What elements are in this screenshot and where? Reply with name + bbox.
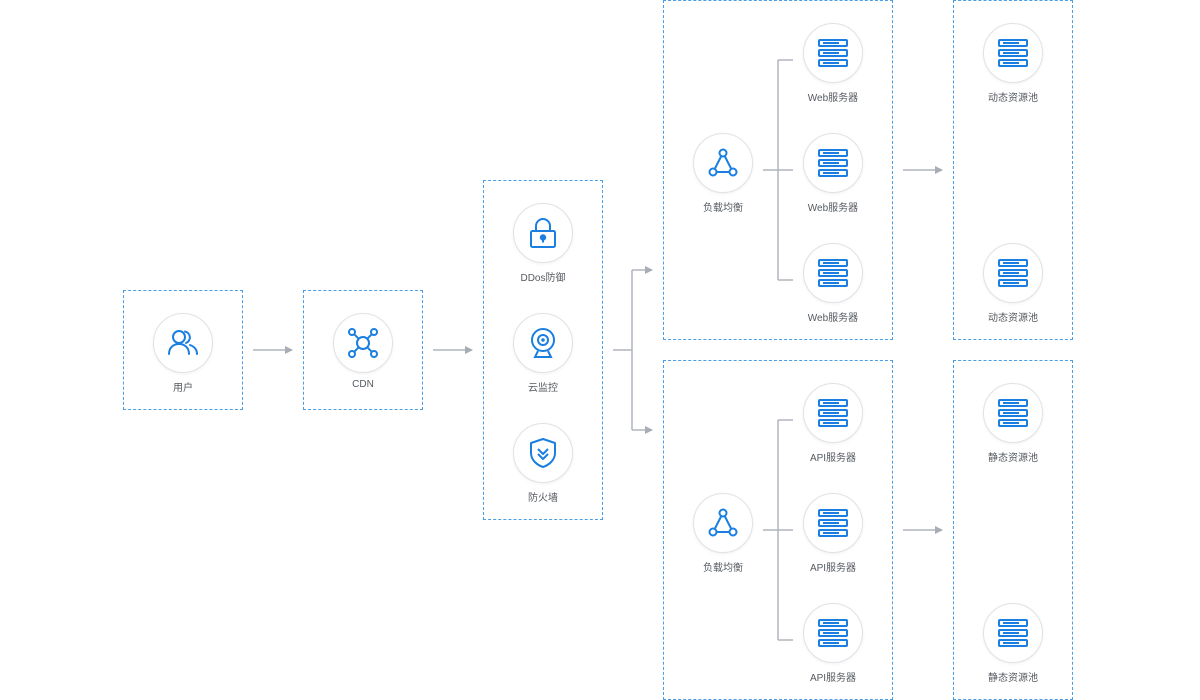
node-label: CDN [352, 379, 374, 390]
node-label: 动态资源池 [988, 93, 1038, 104]
node-web-server-3[interactable]: Web服务器 [803, 243, 863, 324]
node-static-pool-2[interactable]: 静态资源池 [983, 603, 1043, 684]
node-monitor[interactable]: 云监控 [513, 313, 573, 394]
tree-api-servers [763, 419, 793, 641]
server-icon [803, 383, 863, 443]
node-label: DDos防御 [520, 273, 566, 284]
node-label: Web服务器 [807, 203, 859, 214]
node-dynamic-pool-1[interactable]: 动态资源池 [983, 23, 1043, 104]
node-label: 负载均衡 [703, 203, 743, 214]
branch-security [613, 270, 633, 430]
node-api-server-2[interactable]: API服务器 [803, 493, 863, 574]
node-firewall[interactable]: 防火墙 [513, 423, 573, 504]
security-box [483, 180, 603, 520]
web-cluster-box [663, 0, 893, 340]
node-cdn[interactable]: CDN [333, 313, 393, 390]
server-icon [803, 243, 863, 303]
node-label: Web服务器 [807, 93, 859, 104]
node-label: 防火墙 [528, 493, 558, 504]
dynamic-pool-box [953, 0, 1073, 340]
cdn-box [303, 290, 423, 410]
tree-web-servers [763, 59, 793, 281]
node-label: 静态资源池 [988, 673, 1038, 684]
node-api-server-3[interactable]: API服务器 [803, 603, 863, 684]
user-box [123, 290, 243, 410]
node-label: 负载均衡 [703, 563, 743, 574]
node-lb-api[interactable]: 负载均衡 [693, 493, 753, 574]
server-icon [803, 493, 863, 553]
server-icon [803, 133, 863, 193]
node-label: API服务器 [809, 673, 857, 684]
shield-icon [513, 423, 573, 483]
node-label: 静态资源池 [988, 453, 1038, 464]
node-static-pool-1[interactable]: 静态资源池 [983, 383, 1043, 464]
node-label: 云监控 [528, 383, 558, 394]
users-icon [153, 313, 213, 373]
node-label: API服务器 [809, 563, 857, 574]
node-label: API服务器 [809, 453, 857, 464]
node-lb-web[interactable]: 负载均衡 [693, 133, 753, 214]
server-icon [803, 23, 863, 83]
server-icon [983, 243, 1043, 303]
server-icon [983, 383, 1043, 443]
webcam-icon [513, 313, 573, 373]
load-balancer-icon [693, 133, 753, 193]
node-api-server-1[interactable]: API服务器 [803, 383, 863, 464]
network-hub-icon [333, 313, 393, 373]
node-web-server-2[interactable]: Web服务器 [803, 133, 863, 214]
node-web-server-1[interactable]: Web服务器 [803, 23, 863, 104]
node-user[interactable]: 用户 [153, 313, 213, 394]
load-balancer-icon [693, 493, 753, 553]
lock-icon [513, 203, 573, 263]
server-icon [803, 603, 863, 663]
server-icon [983, 603, 1043, 663]
node-label: 动态资源池 [988, 313, 1038, 324]
node-ddos[interactable]: DDos防御 [513, 203, 573, 284]
server-icon [983, 23, 1043, 83]
node-dynamic-pool-2[interactable]: 动态资源池 [983, 243, 1043, 324]
node-label: 用户 [173, 383, 193, 394]
node-label: Web服务器 [807, 313, 859, 324]
